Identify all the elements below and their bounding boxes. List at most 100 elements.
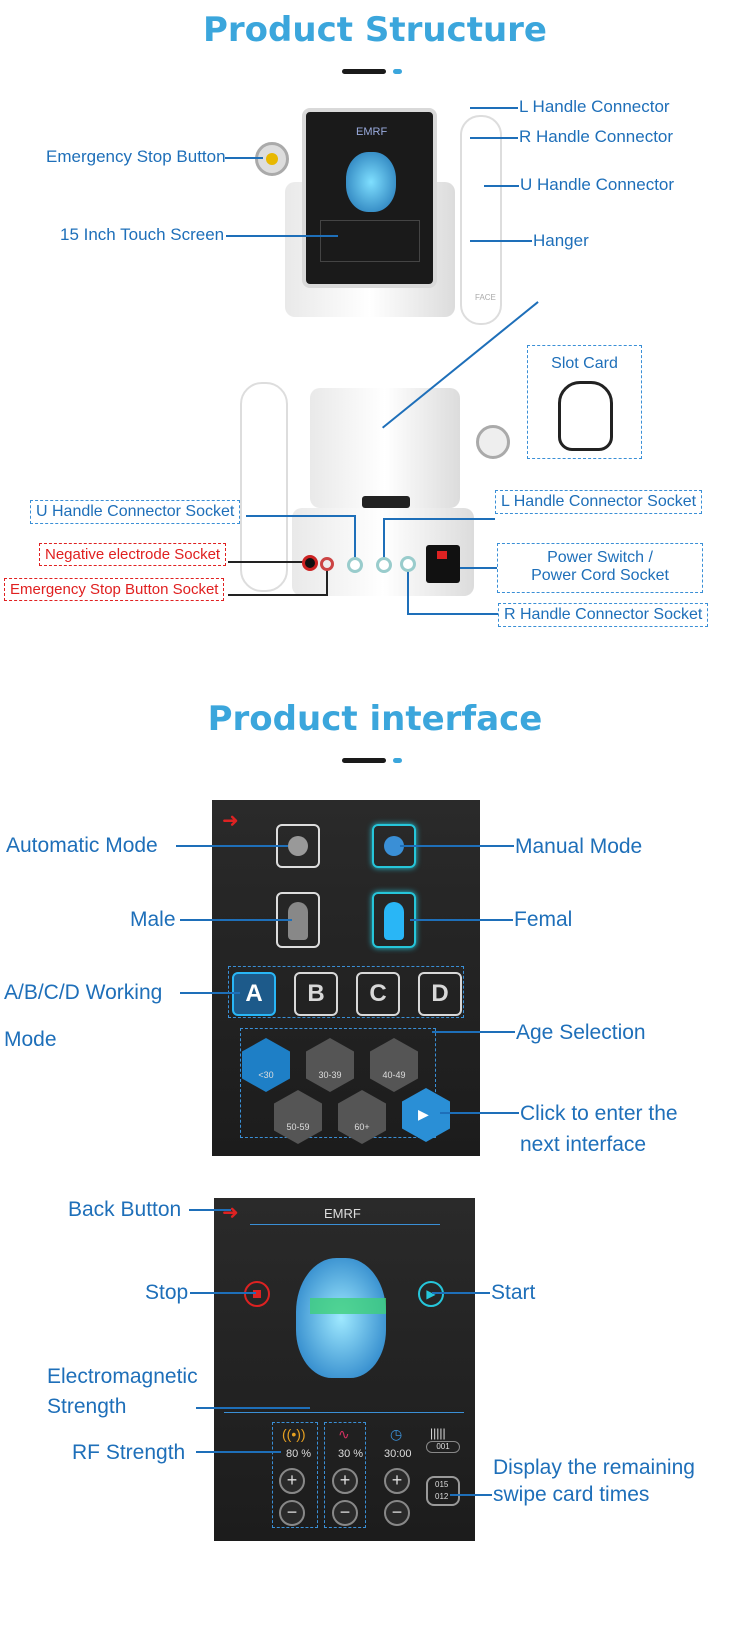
mode-b-button[interactable]: B xyxy=(294,972,338,1016)
card-slot xyxy=(362,496,410,508)
age-50-59[interactable]: 50-59 xyxy=(274,1090,322,1144)
rf-value: 80 % xyxy=(286,1448,312,1460)
label-em-line2: Strength xyxy=(47,1395,127,1418)
rf-icon: ((•)) xyxy=(282,1426,306,1442)
label-male: Male xyxy=(130,908,176,931)
label-r-handle: R Handle Connector xyxy=(519,127,674,146)
leader-r-socket-v xyxy=(407,568,409,614)
label-working-line1: A/B/C/D Working xyxy=(4,981,163,1004)
age-40-49[interactable]: 40-49 xyxy=(370,1038,418,1092)
leader-power xyxy=(460,567,497,569)
label-l-handle: L Handle Connector xyxy=(519,97,670,116)
leader-hanger xyxy=(470,240,532,242)
label-em-line1: Electromagnetic xyxy=(47,1365,198,1388)
label-r-socket: R Handle Connector Socket xyxy=(498,603,709,627)
time-minus-button[interactable]: − xyxy=(384,1500,410,1526)
negative-socket xyxy=(302,555,318,571)
label-negative: Negative electrode Socket xyxy=(39,543,227,566)
leader-emergency-socket-v xyxy=(326,566,328,596)
start-button[interactable]: ▶ xyxy=(418,1281,444,1307)
age-under-30[interactable]: <30 xyxy=(242,1038,290,1092)
handles-image xyxy=(460,115,502,325)
label-power-line1: Power Switch / xyxy=(547,549,653,566)
leader-emergency-socket xyxy=(228,594,328,596)
wave-icon: ∿ xyxy=(338,1426,350,1442)
clock-icon: ◷ xyxy=(390,1426,403,1442)
label-working-line2: Mode xyxy=(4,1028,57,1051)
card-counter-box: 015 012 xyxy=(426,1476,460,1506)
label-next-line2: next interface xyxy=(520,1133,647,1156)
back-arrow-icon[interactable]: ➜ xyxy=(222,810,239,832)
label-rf: RF Strength xyxy=(72,1441,186,1464)
mode-a-button[interactable]: A xyxy=(232,972,276,1016)
age-label: 50-59 xyxy=(286,1122,310,1132)
age-30-39[interactable]: 30-39 xyxy=(306,1038,354,1092)
card-counter-top: 001 xyxy=(426,1441,460,1453)
label-hanger: Hanger xyxy=(533,231,589,250)
controls-rule xyxy=(224,1412,464,1413)
age-60-plus[interactable]: 60+ xyxy=(338,1090,386,1144)
leader-u-socket xyxy=(246,515,354,517)
emergency-knob xyxy=(255,142,289,176)
leader-u-handle xyxy=(484,185,519,187)
age-label: 30-39 xyxy=(318,1070,342,1080)
leader-l-handle xyxy=(470,107,518,109)
hand-touch-icon xyxy=(384,836,404,856)
mode-d-button[interactable]: D xyxy=(418,972,462,1016)
time-plus-button[interactable]: + xyxy=(384,1468,410,1494)
leader-em xyxy=(196,1407,310,1409)
label-remain-line1: Display the remaining xyxy=(493,1456,695,1479)
card-count-b: 012 xyxy=(435,1492,449,1501)
leader-automatic xyxy=(176,845,288,847)
leader-femal xyxy=(410,919,513,921)
leader-remain xyxy=(450,1494,492,1496)
female-icon xyxy=(384,902,404,940)
rf-plus-button[interactable]: + xyxy=(279,1468,305,1494)
em-group xyxy=(324,1422,366,1528)
stop-icon xyxy=(253,1290,261,1298)
label-femal: Femal xyxy=(514,908,573,931)
next-button[interactable]: ▶ xyxy=(402,1088,450,1142)
leader-l-socket-v xyxy=(383,518,385,565)
back-button-icon[interactable]: ➜ xyxy=(222,1202,239,1224)
interface-divider xyxy=(342,758,386,763)
forehead-pad xyxy=(310,1298,386,1314)
leader-negative xyxy=(228,561,306,563)
treatment-panel: ➜ EMRF ▶ ((•)) ∿ ◷ ||||| 80 % 30 % 30:00… xyxy=(214,1198,475,1541)
leader-start xyxy=(432,1292,490,1294)
label-automatic: Automatic Mode xyxy=(6,834,158,857)
label-remain-line2: swipe card times xyxy=(493,1483,650,1506)
leader-manual xyxy=(400,845,514,847)
label-u-handle: U Handle Connector xyxy=(520,175,675,194)
stop-button[interactable] xyxy=(244,1281,270,1307)
mode-c-button[interactable]: C xyxy=(356,972,400,1016)
face-mark: FACE xyxy=(475,293,496,302)
em-value: 30 % xyxy=(338,1448,364,1460)
interface-divider-accent xyxy=(393,758,402,763)
em-plus-button[interactable]: + xyxy=(332,1468,358,1494)
age-group xyxy=(240,1028,436,1138)
label-stop: Stop xyxy=(145,1281,189,1304)
male-icon xyxy=(288,902,308,940)
rf-minus-button[interactable]: − xyxy=(279,1500,305,1526)
play-next-icon: ▶ xyxy=(418,1106,429,1122)
leader-touch-screen xyxy=(226,235,338,237)
time-value: 30:00 xyxy=(384,1448,412,1460)
title-divider xyxy=(342,69,386,74)
rf-group xyxy=(272,1422,318,1528)
label-back: Back Button xyxy=(68,1198,182,1221)
label-emergency-socket: Emergency Stop Button Socket xyxy=(4,578,225,601)
play-icon: ▶ xyxy=(426,1287,436,1301)
header-rule xyxy=(250,1224,440,1225)
label-touch-screen: 15 Inch Touch Screen xyxy=(60,225,225,244)
label-next-line1: Click to enter the xyxy=(520,1102,678,1125)
leader-emergency xyxy=(225,157,263,159)
card-count-a: 015 xyxy=(435,1480,449,1489)
interface-title: Product interface xyxy=(207,699,543,739)
power-socket xyxy=(426,545,460,583)
machine-rear-upper xyxy=(310,388,460,508)
label-emergency: Emergency Stop Button xyxy=(46,147,226,166)
rear-emergency-knob xyxy=(476,425,510,459)
leader-rf xyxy=(196,1451,281,1453)
em-minus-button[interactable]: − xyxy=(332,1500,358,1526)
